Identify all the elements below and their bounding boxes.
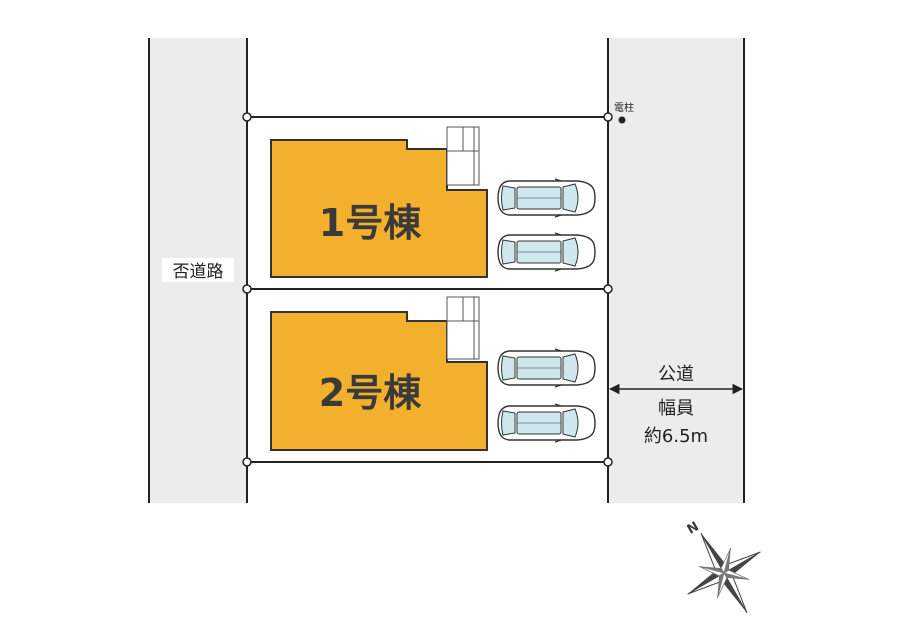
compass-rose-icon xyxy=(687,532,761,614)
building-1-label: 1号棟 xyxy=(319,201,422,245)
car-icon-1b xyxy=(497,232,596,272)
road-width-label: 幅員 xyxy=(658,398,694,419)
boundary-markers xyxy=(242,112,613,467)
building-2-label: 2号棟 xyxy=(319,371,422,415)
building-1-entrance xyxy=(446,126,480,186)
car-icon-2b xyxy=(497,403,596,443)
right-road xyxy=(608,38,744,503)
left-road-label-bg xyxy=(162,258,234,282)
building-1 xyxy=(270,139,488,278)
building-2-entrance xyxy=(446,296,480,360)
utility-pole-label: 電柱 xyxy=(614,101,634,114)
left-road-label: 否道路 xyxy=(173,262,224,282)
lot-boundaries xyxy=(247,116,608,463)
right-road-label: 公道 xyxy=(658,364,694,385)
compass-north-label: N xyxy=(685,519,702,537)
car-icon-2a xyxy=(497,348,596,388)
building-2 xyxy=(270,311,488,451)
utility-pole-icon xyxy=(618,116,626,124)
car-icon-1a xyxy=(497,178,596,218)
road-width-value: 約6.5m xyxy=(644,426,708,447)
